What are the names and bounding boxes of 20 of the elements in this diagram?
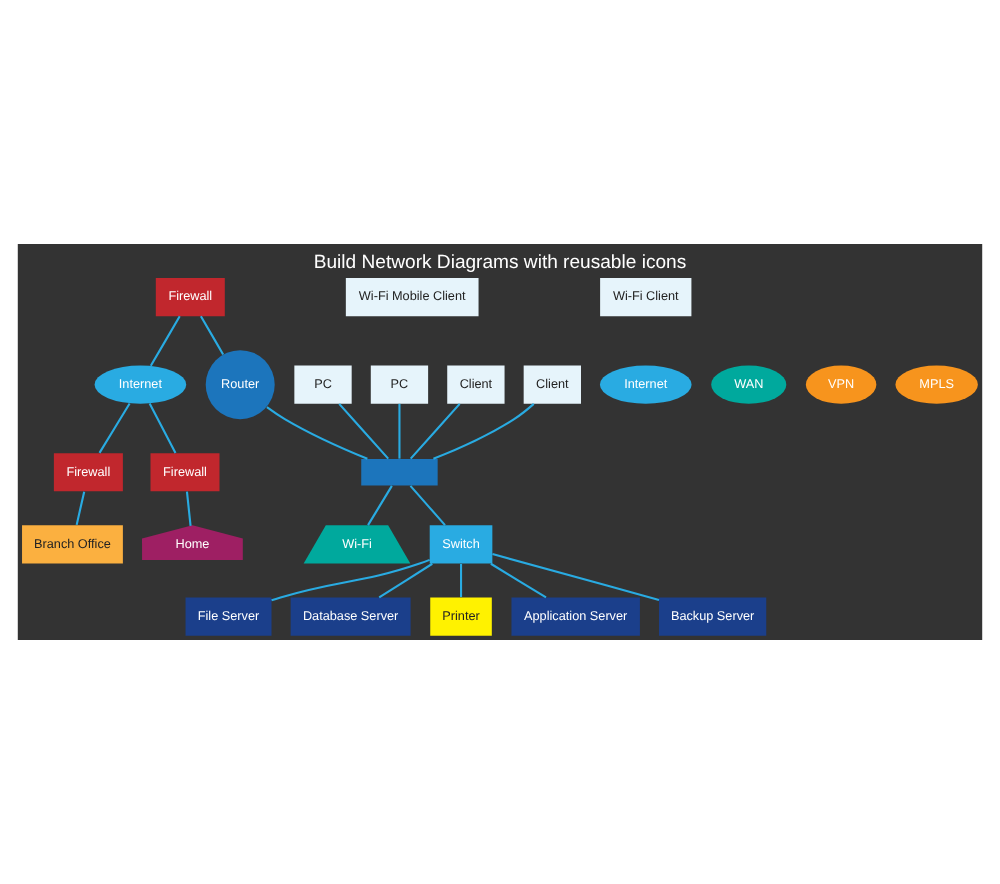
connector [492,553,660,602]
connector [338,403,389,460]
connector [459,563,463,598]
connector [271,558,430,602]
connector [378,562,433,599]
connector [266,406,368,460]
connector [490,562,547,599]
connector [409,485,446,526]
diagram-title: Build Network Diagrams with reusable icons [313,251,687,274]
connector [367,485,393,526]
connector [98,402,131,454]
connector [149,315,181,367]
connector [185,491,192,526]
connector [433,403,535,460]
connector [148,402,177,454]
node-box [361,459,438,486]
connector [409,403,461,460]
connector [199,315,225,355]
connector [75,491,86,526]
connector [398,403,401,459]
